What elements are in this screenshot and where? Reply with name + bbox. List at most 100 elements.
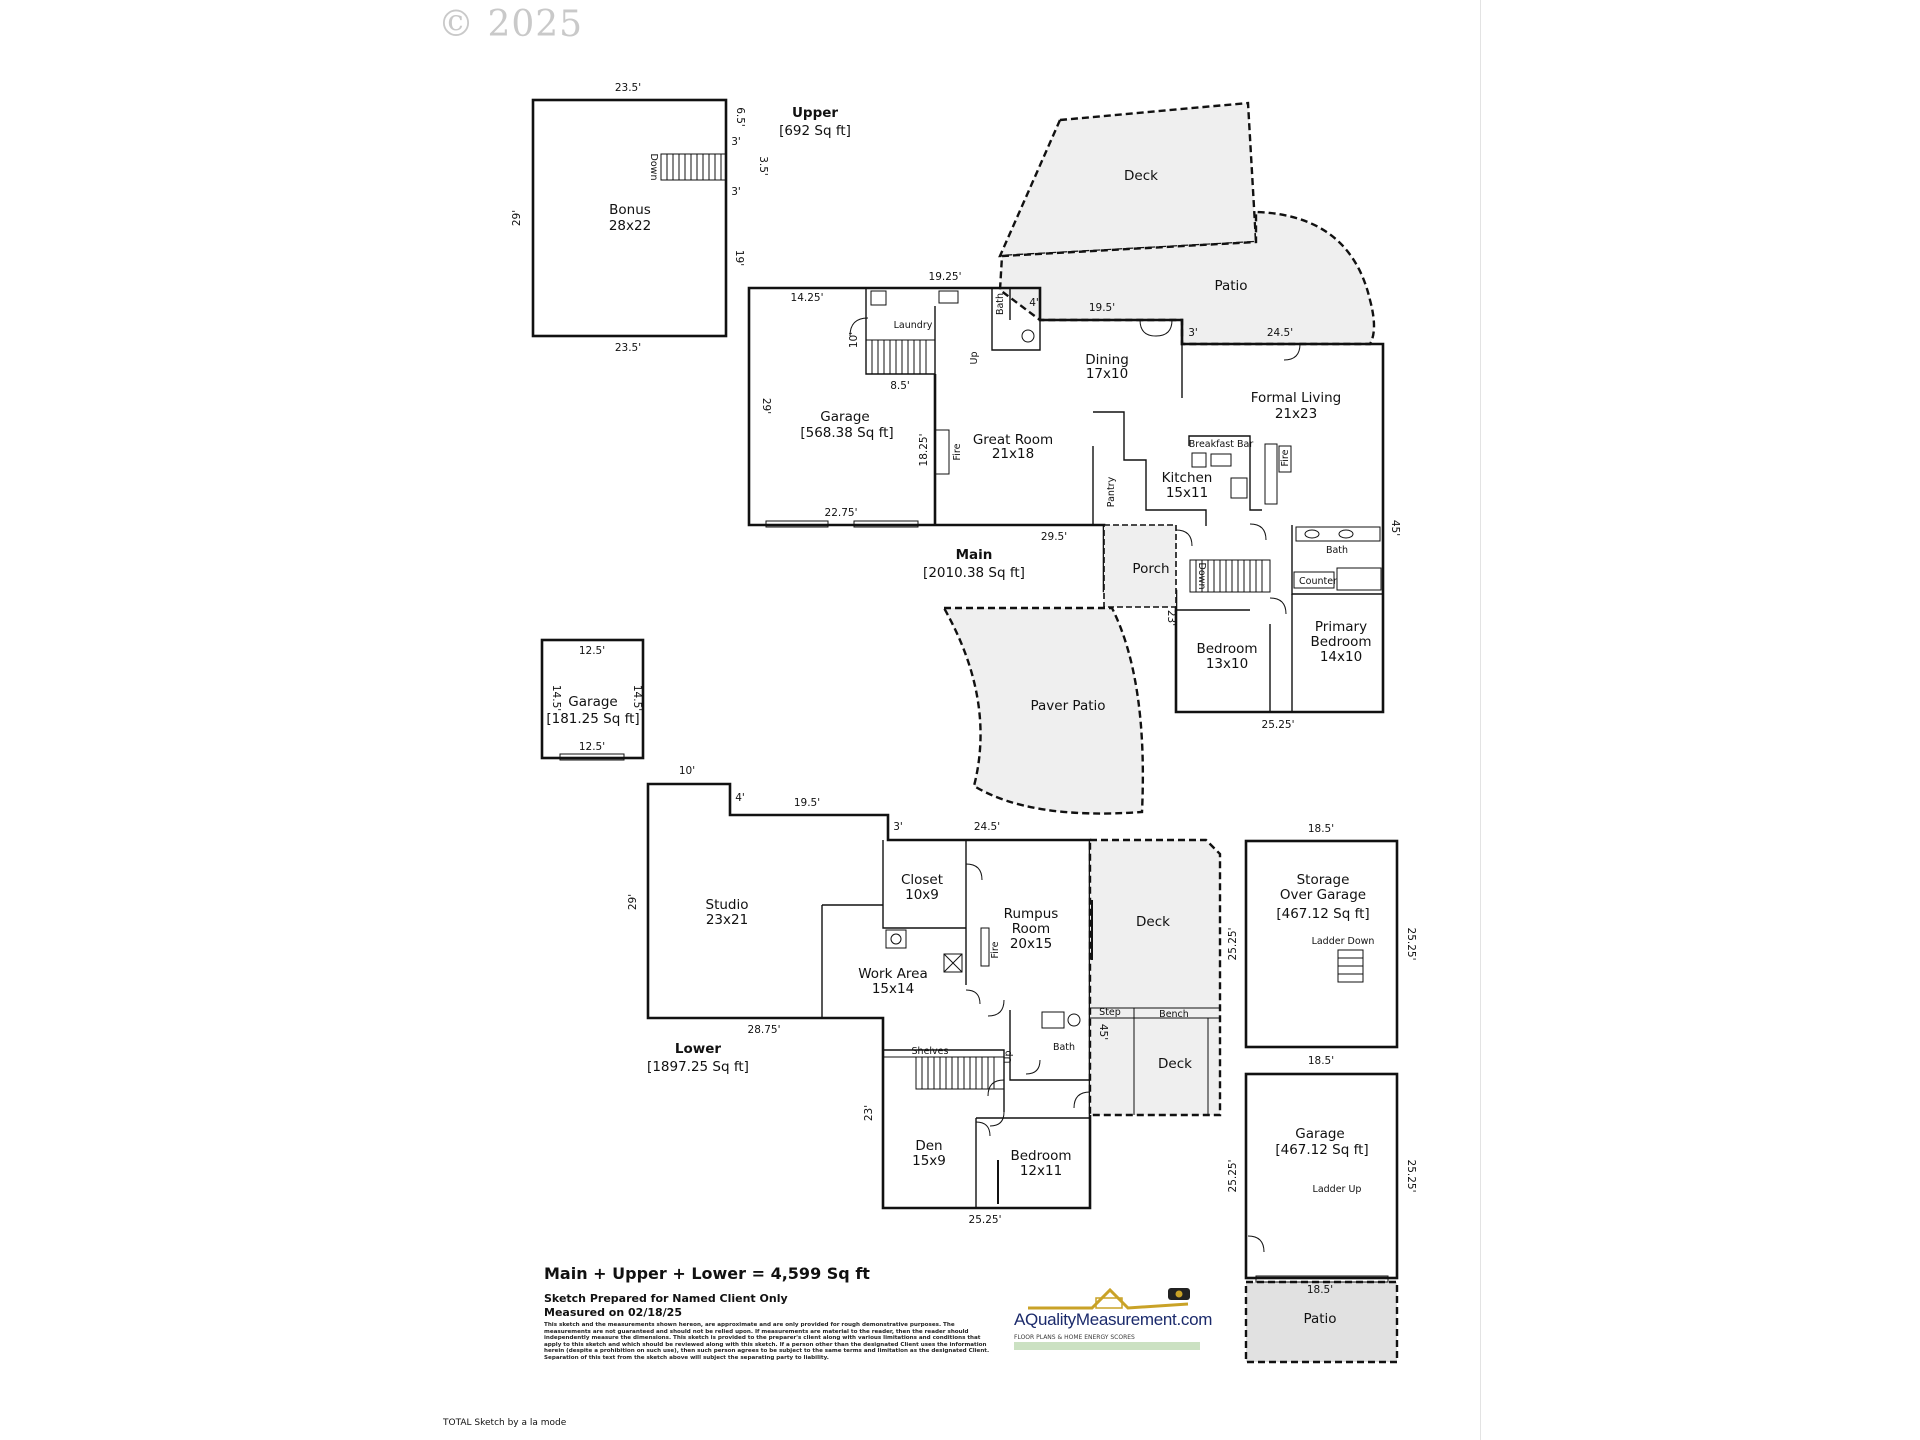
paver-patio: [941, 606, 1145, 815]
upper-stair-down: Down: [648, 154, 659, 181]
lower-stair: [915, 1056, 1005, 1090]
dim-bonus-bottom: 23.5': [615, 342, 641, 354]
rumpus-size: 20x15: [1010, 936, 1052, 952]
dim-main-dining-top: 19.5': [1089, 302, 1115, 314]
dim-bonus-left: 29': [511, 210, 523, 226]
main-porch: [1103, 524, 1177, 608]
dim-storage-right: 25.25': [1405, 928, 1417, 961]
bedroom-lower-size: 12x11: [1020, 1163, 1062, 1179]
dim-main-top: 19.25': [929, 271, 962, 283]
closet-name: Closet: [901, 872, 943, 888]
dim-main-living-top: 24.5': [1267, 327, 1293, 339]
lower-deck: [1088, 838, 1222, 1117]
work-area-name: Work Area: [858, 966, 928, 982]
rumpus-line2: Room: [1012, 921, 1050, 937]
dim-bonus-top: 23.5': [615, 82, 641, 94]
kitchen-size: 15x11: [1166, 485, 1208, 501]
main-bath-toilet: [1021, 329, 1035, 343]
storage-outline: [1244, 839, 1399, 1049]
dim-lower-24-5: 24.5': [974, 821, 1000, 833]
main-level-name: Main: [956, 547, 993, 563]
dim-lower-19-5: 19.5': [794, 797, 820, 809]
prepared-note: Sketch Prepared for Named Client Only Me…: [544, 1292, 788, 1320]
dim-main-bottom-right: 25.25': [1262, 719, 1295, 731]
garage-door-1: [765, 520, 829, 528]
main-patio-label: Patio: [1214, 278, 1247, 294]
formal-living-size: 21x23: [1275, 406, 1317, 422]
dim-main-garage-top: 14.25': [791, 292, 824, 304]
shelves-label: Shelves: [912, 1046, 949, 1057]
studio-size: 23x21: [706, 912, 748, 928]
dim-main-garage-left: 29': [760, 398, 772, 414]
logo-tagline: FLOOR PLANS & HOME ENERGY SCORES: [1014, 1334, 1135, 1341]
laundry-sink: [938, 290, 959, 304]
work-box: [943, 953, 963, 973]
lower-deck-2-label: Deck: [1158, 1056, 1192, 1072]
garage-detached-door: [1255, 1275, 1389, 1283]
lower-bath-sink: [1041, 1011, 1065, 1029]
garage-main-name: Garage: [820, 409, 869, 425]
bonus-name: Bonus: [609, 202, 651, 218]
great-room-name: Great Room: [973, 432, 1053, 448]
storage-line2: Over Garage: [1280, 887, 1366, 903]
dim-lower-left: 29': [627, 894, 639, 910]
bonus-size: 28x22: [609, 218, 651, 234]
lower-level-area: [1897.25 Sq ft]: [647, 1059, 749, 1075]
laundry-stair: [865, 339, 936, 375]
small-garage: Garage [181.25 Sq ft] 12.5' 12.5' 14.5' …: [540, 638, 645, 761]
garage-door-2: [853, 520, 919, 528]
upper-stair: [660, 153, 727, 181]
formal-living-name: Formal Living: [1251, 390, 1341, 406]
studio-name: Studio: [706, 897, 749, 913]
software-credit: TOTAL Sketch by a la mode: [443, 1418, 567, 1428]
dim-main-23: 23': [1165, 610, 1177, 626]
dim-main-laundry-left: 10': [848, 332, 860, 348]
primary-bath-counter: [1293, 571, 1335, 589]
primary-bedroom-line1: Primary: [1315, 619, 1367, 635]
bench-label: Bench: [1159, 1009, 1189, 1020]
upper-level-name: Upper: [792, 105, 838, 121]
garage-detached-area: [467.12 Sq ft]: [1275, 1142, 1368, 1158]
garage-detached-outline: [1244, 1072, 1399, 1280]
main-level: Deck Patio Laundry Up Bath: [747, 101, 1401, 815]
rumpus-fireplace: [980, 927, 990, 967]
dim-garage2-right: 25.25': [1405, 1160, 1417, 1193]
patio-detached: [1244, 1280, 1399, 1364]
great-room-fire-label: Fire: [952, 443, 963, 460]
upper-level: Down Bonus 28x22 23.5' 23.5' 29' 6.5' 3'…: [511, 82, 851, 354]
counter-label: Counter: [1299, 576, 1337, 587]
prepared-for: Sketch Prepared for Named Client Only: [544, 1292, 788, 1305]
dim-bonus-r3: 3.5': [757, 156, 769, 176]
main-bath-walls: [991, 288, 1041, 351]
bedroom-lower-name: Bedroom: [1010, 1148, 1071, 1164]
step-label: Step: [1099, 1007, 1121, 1018]
living-fire-label: Fire: [1280, 449, 1291, 466]
dim-lower-4: 4': [735, 792, 745, 804]
dim-bonus-r2: 3': [731, 136, 741, 148]
upper-stair-treads: [666, 154, 722, 180]
primary-bath-label: Bath: [1326, 545, 1348, 556]
bedroom-main-name: Bedroom: [1196, 641, 1257, 657]
dim-lower-23: 23': [863, 1105, 875, 1121]
measured-date: Measured on 02/18/25: [544, 1306, 682, 1319]
garage-main-area: [568.38 Sq ft]: [800, 425, 893, 441]
primary-bedroom-size: 14x10: [1320, 649, 1362, 665]
kitchen-name: Kitchen: [1162, 470, 1213, 486]
dim-main-bottom: 29.5': [1041, 531, 1067, 543]
dining-name: Dining: [1085, 352, 1129, 368]
paver-patio-label: Paver Patio: [1030, 698, 1105, 714]
small-garage-area: [181.25 Sq ft]: [546, 711, 639, 727]
lower-deck-1-label: Deck: [1136, 914, 1170, 930]
main-deck: [998, 101, 1258, 258]
dim-bonus-r5: 19': [733, 250, 745, 266]
dim-lower-45: 45': [1097, 1024, 1109, 1040]
main-deck-label: Deck: [1124, 168, 1158, 184]
kitchen-range: [1230, 477, 1248, 499]
dim-bonus-r4: 3': [731, 186, 741, 198]
kitchen-sink: [1191, 452, 1207, 468]
dim-lower-28-75: 28.75': [748, 1024, 781, 1036]
primary-bath-tub: [1336, 567, 1382, 591]
dim-small-garage-bottom: 12.5': [579, 741, 605, 753]
dim-lower-bottom: 25.25': [969, 1214, 1002, 1226]
rumpus-fire-label: Fire: [990, 941, 1001, 958]
